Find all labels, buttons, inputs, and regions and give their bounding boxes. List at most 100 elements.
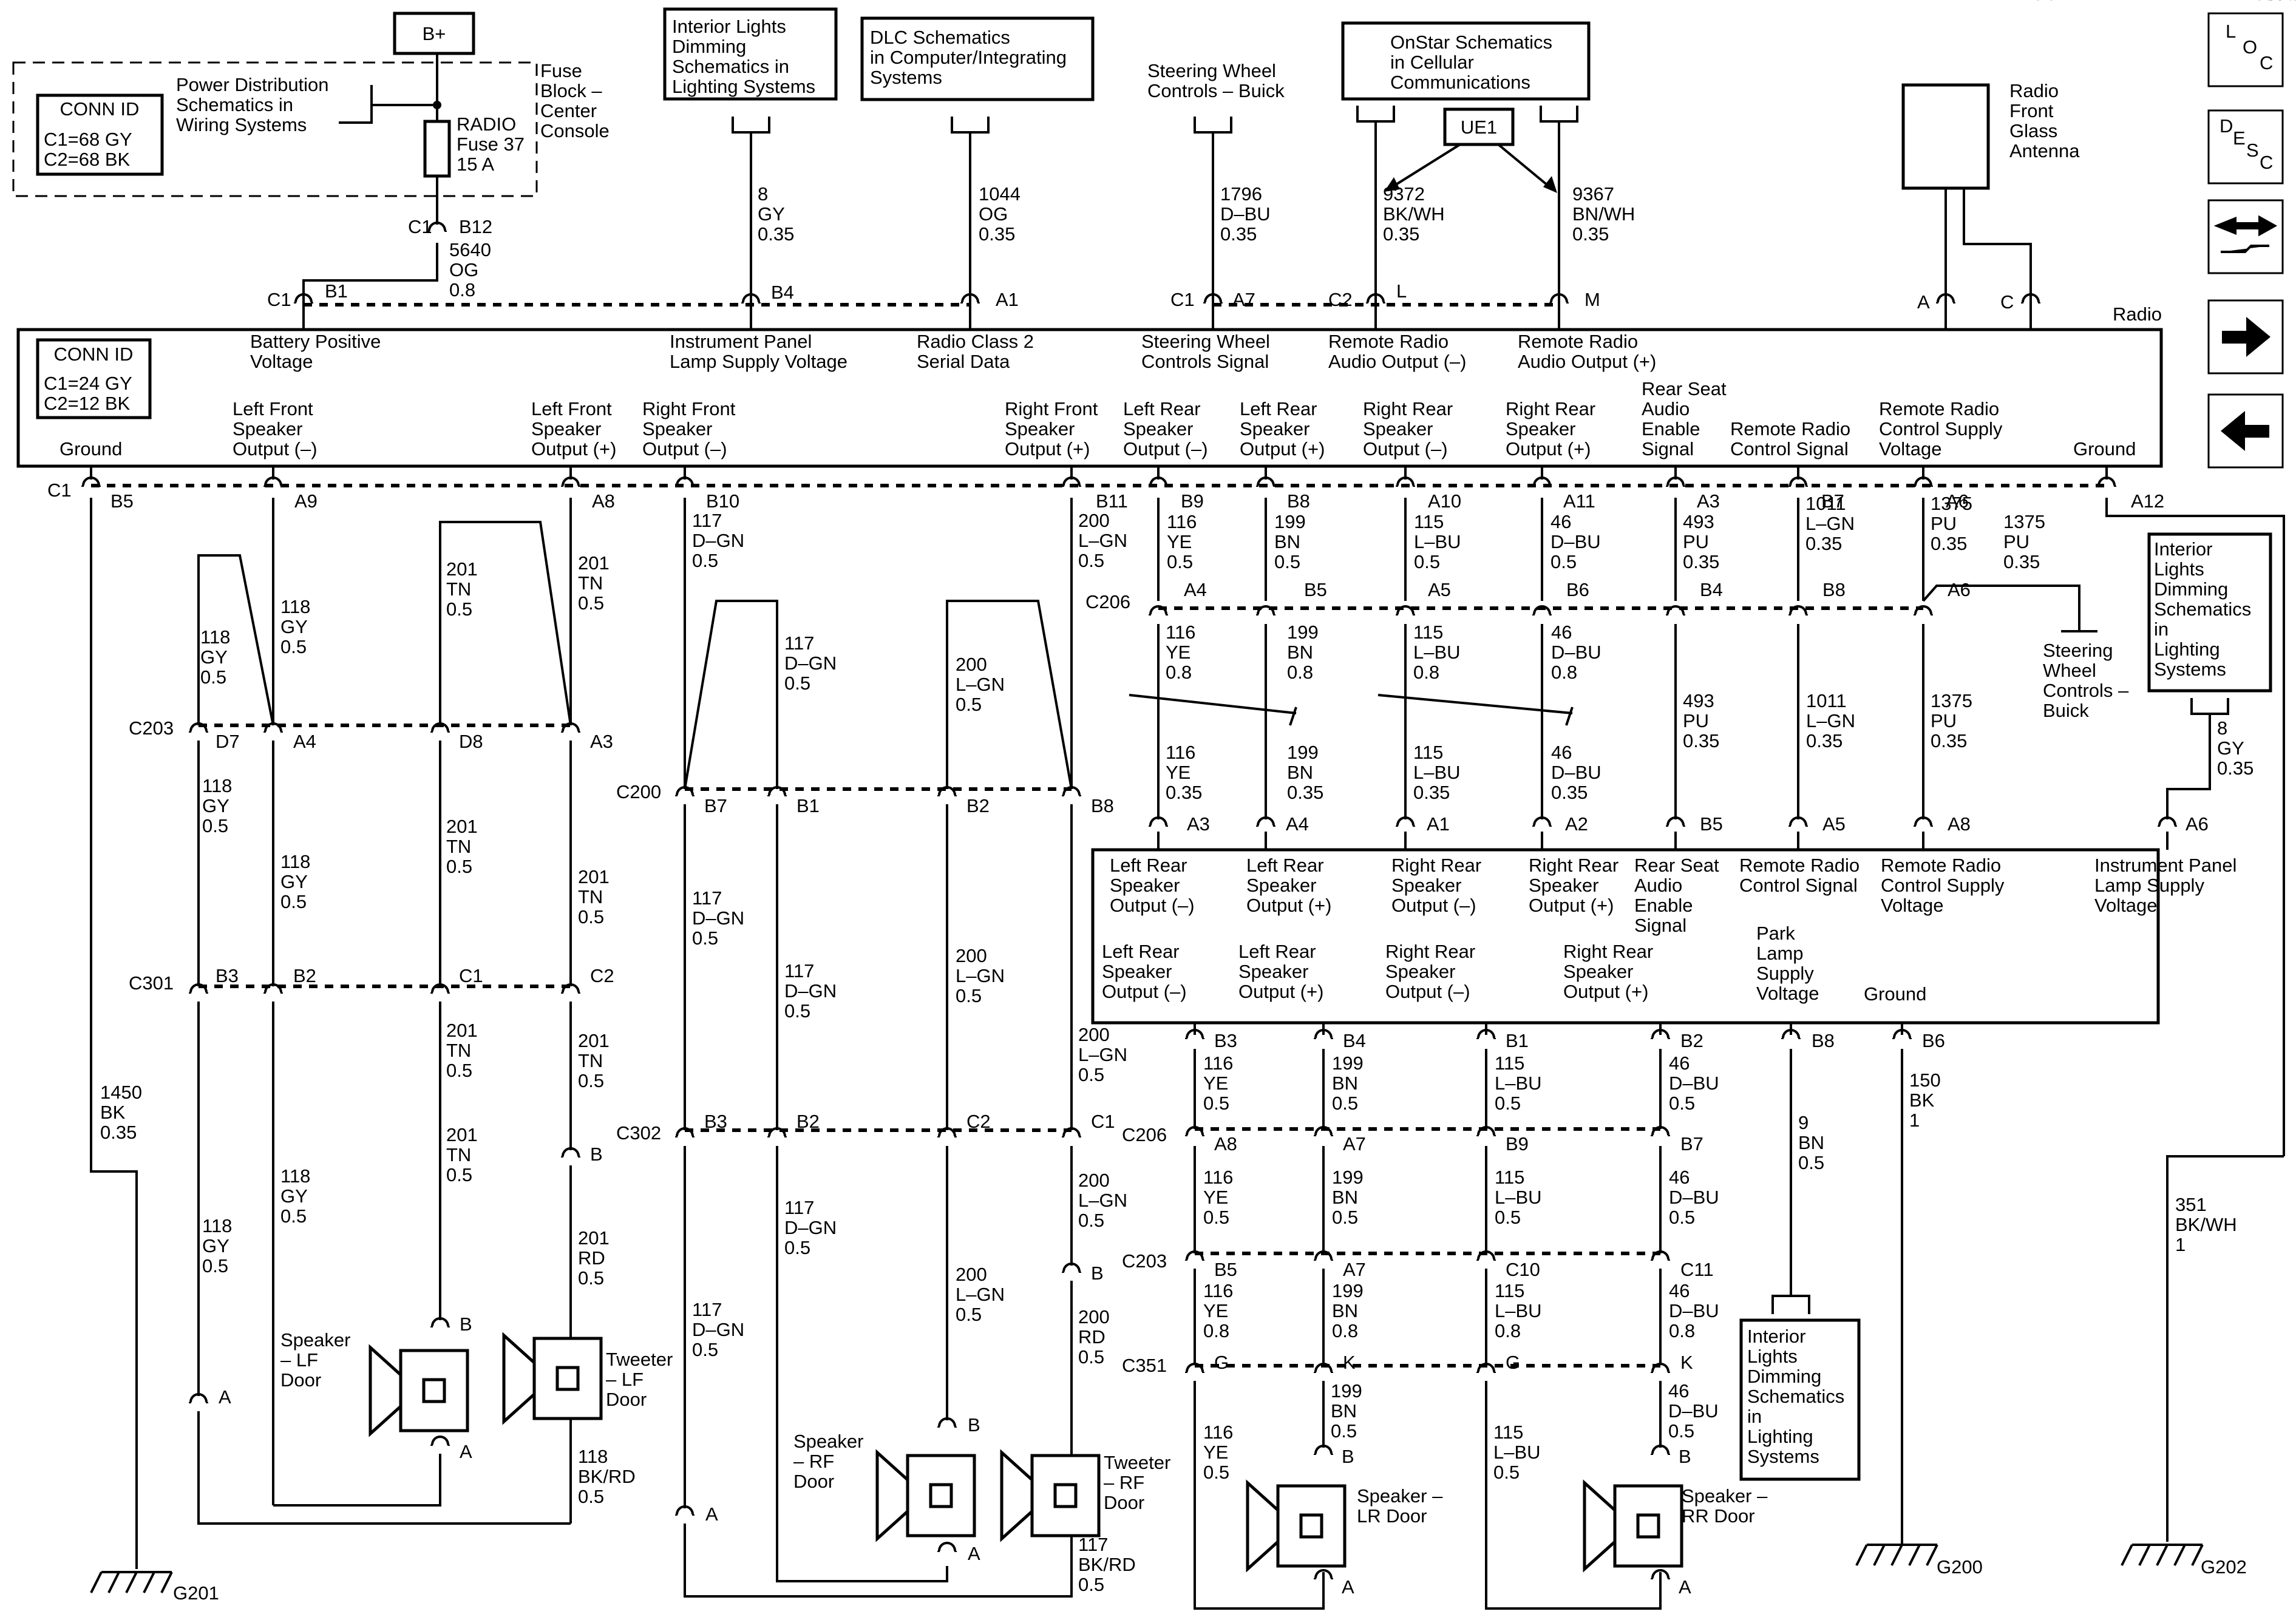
wire-201-label: TN: [578, 1050, 603, 1071]
lf-tweeter-label: – LF: [606, 1369, 644, 1390]
dlc-label: in Computer/Integrating: [870, 47, 1067, 68]
wire-200-label: 0.5: [1078, 1210, 1104, 1231]
desc-icon-box[interactable]: [2207, 109, 2284, 185]
wire-118-jumper: [197, 554, 274, 726]
pin-label: B8: [1822, 579, 1846, 600]
g202-ground-hatch: [2138, 1544, 2151, 1566]
rsa-rear-wire-label: 0.5: [1495, 1207, 1521, 1228]
rsa-bottom-label: Speaker: [1102, 961, 1172, 982]
dlc-label: Systems: [870, 67, 942, 88]
c203-pin: [264, 722, 282, 732]
steering-top-label: Steering Wheel: [1147, 60, 1276, 81]
wiring-connector-icon[interactable]: [2207, 199, 2284, 274]
wire-1375-label: 0.35: [1931, 730, 1967, 751]
wire-493-label: 493: [1683, 690, 1714, 711]
wire-201-label: 201: [446, 1020, 478, 1041]
radio-top-label: Voltage: [250, 351, 313, 372]
loc-icon-box[interactable]: [2207, 12, 2284, 87]
radio-top-label: Audio Output (+): [1518, 351, 1656, 372]
wire-150-label: BK: [1909, 1090, 1935, 1111]
g201-ground-hatch: [125, 1571, 138, 1593]
pin-label: B7: [704, 795, 727, 816]
wire-117-label: 117: [784, 960, 814, 981]
rr-wire-label: 0.5: [1493, 1462, 1520, 1483]
wire-201-label: 0.5: [578, 1070, 604, 1091]
rf-door-speaker-coil: [929, 1483, 953, 1508]
wire-493-label: PU: [1683, 531, 1709, 552]
rear-wire-label: D–BU: [1550, 531, 1601, 552]
wire-117-label: D–GN: [692, 907, 744, 929]
radio-bottom-label: Right Front: [1005, 398, 1098, 419]
pin-label: A: [460, 1441, 472, 1462]
wire-1375-label: 1375: [2003, 511, 2045, 532]
conn-id-top-box: [36, 93, 164, 176]
wire-200-label: 200: [956, 654, 987, 675]
wire-46-035-label: 46: [1551, 742, 1572, 763]
rsa-top-label: Output (+): [1246, 895, 1331, 916]
rsa-top-label: Left Rear: [1110, 855, 1187, 876]
power-dist-label: Power Distribution: [176, 74, 329, 95]
power-dist-label: Wiring Systems: [176, 114, 307, 135]
pin-label: B2: [796, 1111, 820, 1132]
wire-118-label: 0.5: [200, 666, 226, 688]
pin-label: A7: [1232, 289, 1255, 310]
wire-118-label: 118: [280, 1165, 310, 1187]
wire-201-label: TN: [446, 836, 471, 857]
lf-return-wire: [197, 1411, 571, 1525]
wire-1450-label: 1450: [100, 1082, 142, 1103]
rsa-top-pin: [1914, 816, 1932, 826]
radio-top-pin: [1367, 293, 1385, 303]
interior-bottom-label: Dimming: [1747, 1366, 1821, 1387]
wire-200rd-label: 200: [1078, 1306, 1110, 1327]
radio-top-label: Radio Class 2: [917, 331, 1034, 352]
radio-top-label: ANT: [1946, 0, 1983, 4]
wire-116-08-label: 0.8: [1166, 662, 1192, 683]
interior-bottom-label: in: [1747, 1406, 1762, 1427]
wire-118-label: 118: [280, 596, 310, 617]
interior-right-label: Lights: [2154, 558, 2204, 580]
steering-top-label: Controls – Buick: [1147, 80, 1285, 101]
power-dist-label: Schematics in: [176, 94, 293, 115]
wire-199-08-label: BN: [1287, 642, 1313, 663]
next-arrow-glyph: [2222, 317, 2271, 357]
wire-117-label: 0.5: [692, 550, 718, 571]
rsa-top-label: Speaker: [1529, 875, 1598, 896]
c206-bottom-pin: [1314, 1126, 1333, 1136]
pin-label: A1: [1427, 813, 1450, 835]
radio-top-pin: [294, 293, 313, 303]
wire-201-label: 201: [446, 816, 478, 837]
wire-117-label: D–GN: [784, 1217, 837, 1238]
pin-label: A12: [2131, 490, 2164, 512]
wire-1375-label: PU: [2003, 531, 2029, 552]
fuse-pin: [428, 222, 446, 231]
rsa-top-label: Audio: [1634, 875, 1682, 896]
wire-1375-label: 1375: [1931, 493, 1972, 514]
wire-117bkrd-label: BK/RD: [1078, 1554, 1136, 1575]
c302-pin: [676, 1127, 694, 1137]
interior-right-label: Lighting: [2154, 639, 2220, 660]
rsa-top-label: Left Rear: [1246, 855, 1324, 876]
wire-46-08-label: 0.8: [1551, 662, 1577, 683]
lr-speaker-label: Speaker –: [1357, 1485, 1443, 1507]
c200-pin: [676, 786, 694, 796]
rsa-top-label: Output (–): [1391, 895, 1476, 916]
rf-pin-a: [938, 1542, 956, 1551]
wire-118-label: 118: [280, 851, 310, 872]
lr-minus-wire: [1194, 1381, 1325, 1610]
radio-bottom-label: Control Signal: [1730, 438, 1849, 459]
prev-arrow-icon[interactable]: [2207, 393, 2284, 469]
rr-door-speaker-coil: [1636, 1513, 1660, 1539]
c301-pin: [264, 983, 282, 993]
lf-tweeter-cone: [502, 1332, 536, 1425]
c206-label: C206: [1122, 1124, 1167, 1145]
rsa-top-label: Lamp Supply: [2094, 875, 2204, 896]
pin-label: A5: [1822, 813, 1846, 835]
rsa-top-label: Right Rear: [1529, 855, 1618, 876]
wire-1796-label: 0.35: [1220, 223, 1257, 245]
wire-200rd-label: 0.5: [1078, 1346, 1104, 1368]
wire-1375-label: 0.35: [2003, 551, 2040, 572]
interior-right-box: [2147, 532, 2272, 693]
next-arrow-icon[interactable]: [2207, 299, 2284, 375]
wire-9367-label: BN/WH: [1572, 203, 1635, 225]
